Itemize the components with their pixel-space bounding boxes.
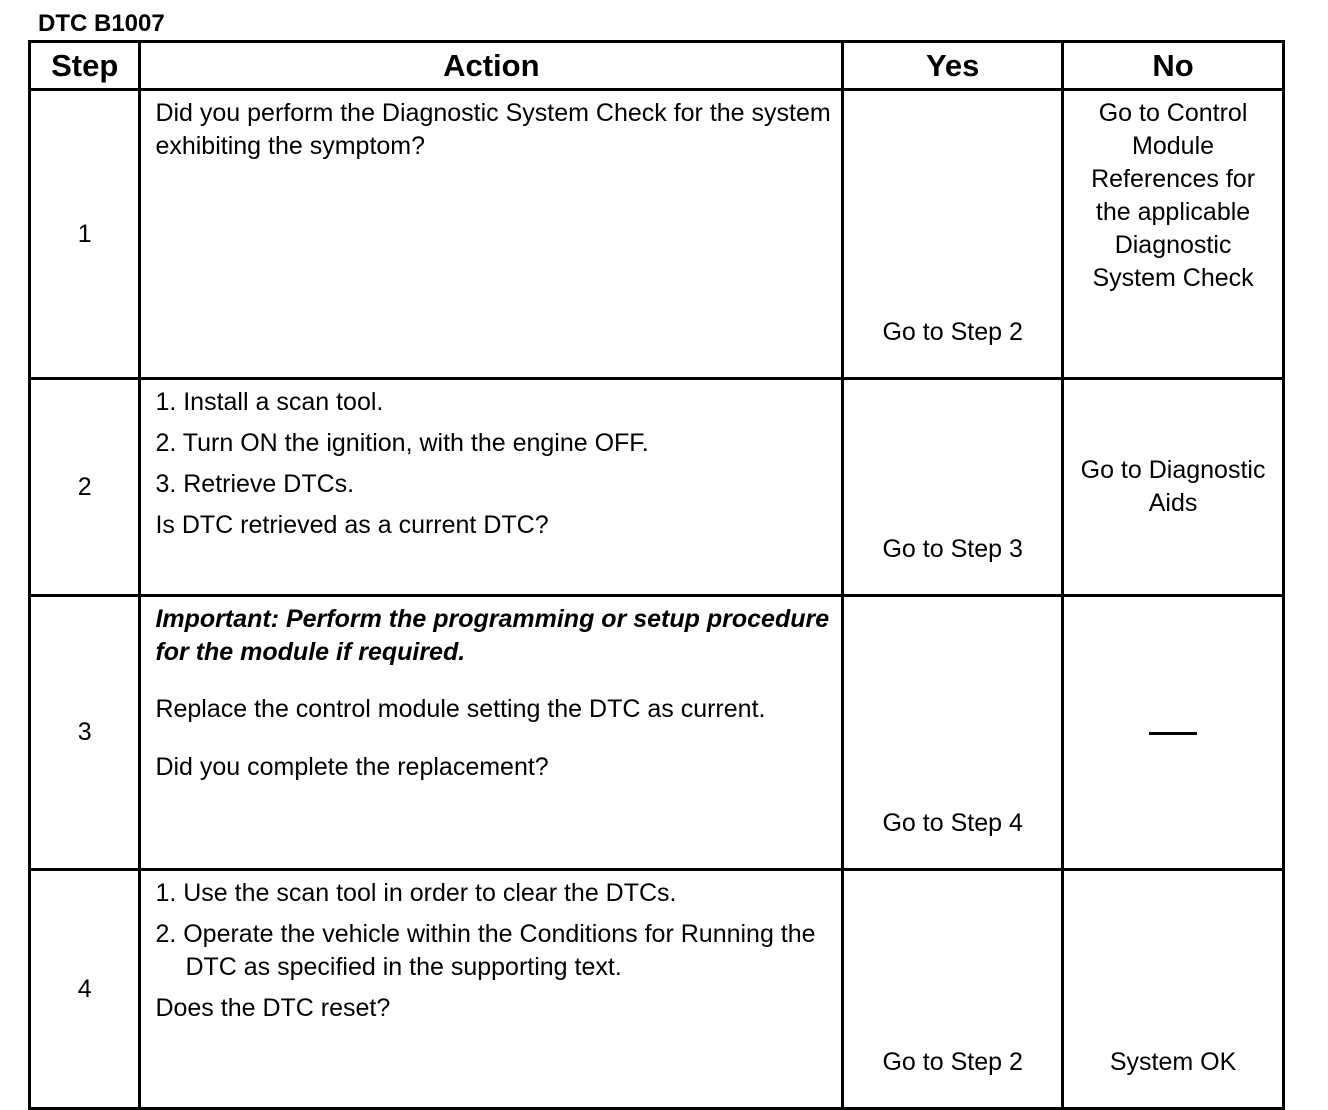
header-action: Action [138, 40, 845, 91]
action-question: Does the DTC reset? [155, 994, 391, 1022]
action-item: 3. Retrieve DTCs. [155, 470, 355, 498]
dash-icon [1149, 731, 1198, 735]
header-yes: Yes [841, 40, 1065, 91]
table-row-step-3: 3 Important: Perform the programming or … [27, 594, 1285, 871]
no-result-none [1061, 594, 1285, 871]
table-row-step-4: 4 1. Use the scan tool in order to clear… [27, 868, 1285, 1110]
yes-result: Go to Step 2 [841, 88, 1065, 380]
yes-result: Go to Step 2 [841, 868, 1065, 1110]
action-cell: 1. Install a scan tool. 2. Turn ON the i… [138, 377, 845, 597]
header-step: Step [27, 40, 142, 91]
step-number: 4 [27, 868, 142, 1110]
step-number: 3 [27, 594, 142, 871]
action-item: 2. Turn ON the ignition, with the engine… [155, 429, 649, 457]
important-note: Important: Perform the programming or se… [155, 605, 830, 666]
yes-result: Go to Step 4 [841, 594, 1065, 871]
action-item: Replace the control module setting the D… [155, 695, 766, 723]
action-item: 1. Install a scan tool. [155, 388, 384, 416]
step-number: 1 [27, 88, 142, 380]
action-cell: 1. Use the scan tool in order to clear t… [138, 868, 845, 1110]
action-item: 2. Operate the vehicle within the Condit… [155, 920, 816, 981]
no-result: System OK [1061, 868, 1285, 1110]
action-item: 1. Use the scan tool in order to clear t… [155, 879, 677, 907]
step-number: 2 [27, 377, 142, 597]
action-question: Did you complete the replacement? [155, 753, 549, 781]
no-result: Go to Control Module References for the … [1061, 88, 1285, 380]
document-title: DTC B1007 [38, 10, 165, 37]
action-cell: Did you perform the Diagnostic System Ch… [138, 88, 845, 380]
action-question: Is DTC retrieved as a current DTC? [155, 511, 549, 539]
no-result: Go to Diagnostic Aids [1061, 377, 1285, 597]
diagnostic-table: Step Action Yes No 1 Did you perform the… [27, 40, 1285, 1110]
header-no: No [1061, 40, 1285, 91]
table-header-row: Step Action Yes No [27, 40, 1285, 91]
yes-result: Go to Step 3 [841, 377, 1065, 597]
table-row-step-1: 1 Did you perform the Diagnostic System … [27, 88, 1285, 380]
table-row-step-2: 2 1. Install a scan tool. 2. Turn ON the… [27, 377, 1285, 597]
action-cell: Important: Perform the programming or se… [138, 594, 845, 871]
action-question: Did you perform the Diagnostic System Ch… [155, 99, 831, 160]
